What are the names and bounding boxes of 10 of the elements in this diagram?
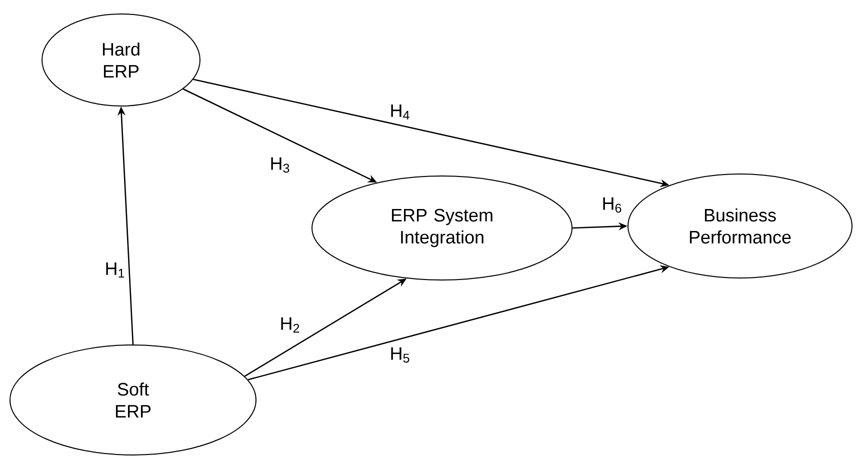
ellipse-node: Soft ERP xyxy=(10,344,256,456)
edge-label: H$_{5}$ xyxy=(388,346,412,364)
edge-label: H$_{2}$ xyxy=(278,316,302,334)
edge-label: H$_{6}$ xyxy=(600,196,624,214)
ellipse-node: Business Performance xyxy=(628,174,852,278)
edge-label: H$_{4}$ xyxy=(388,103,412,121)
ellipse-node: ERP System Integration xyxy=(312,176,572,280)
edge-label: H$_{1}$ xyxy=(104,261,126,279)
ellipse-node: Hard ERP xyxy=(42,14,200,106)
edge-label: H$_{3}$ xyxy=(268,156,292,174)
